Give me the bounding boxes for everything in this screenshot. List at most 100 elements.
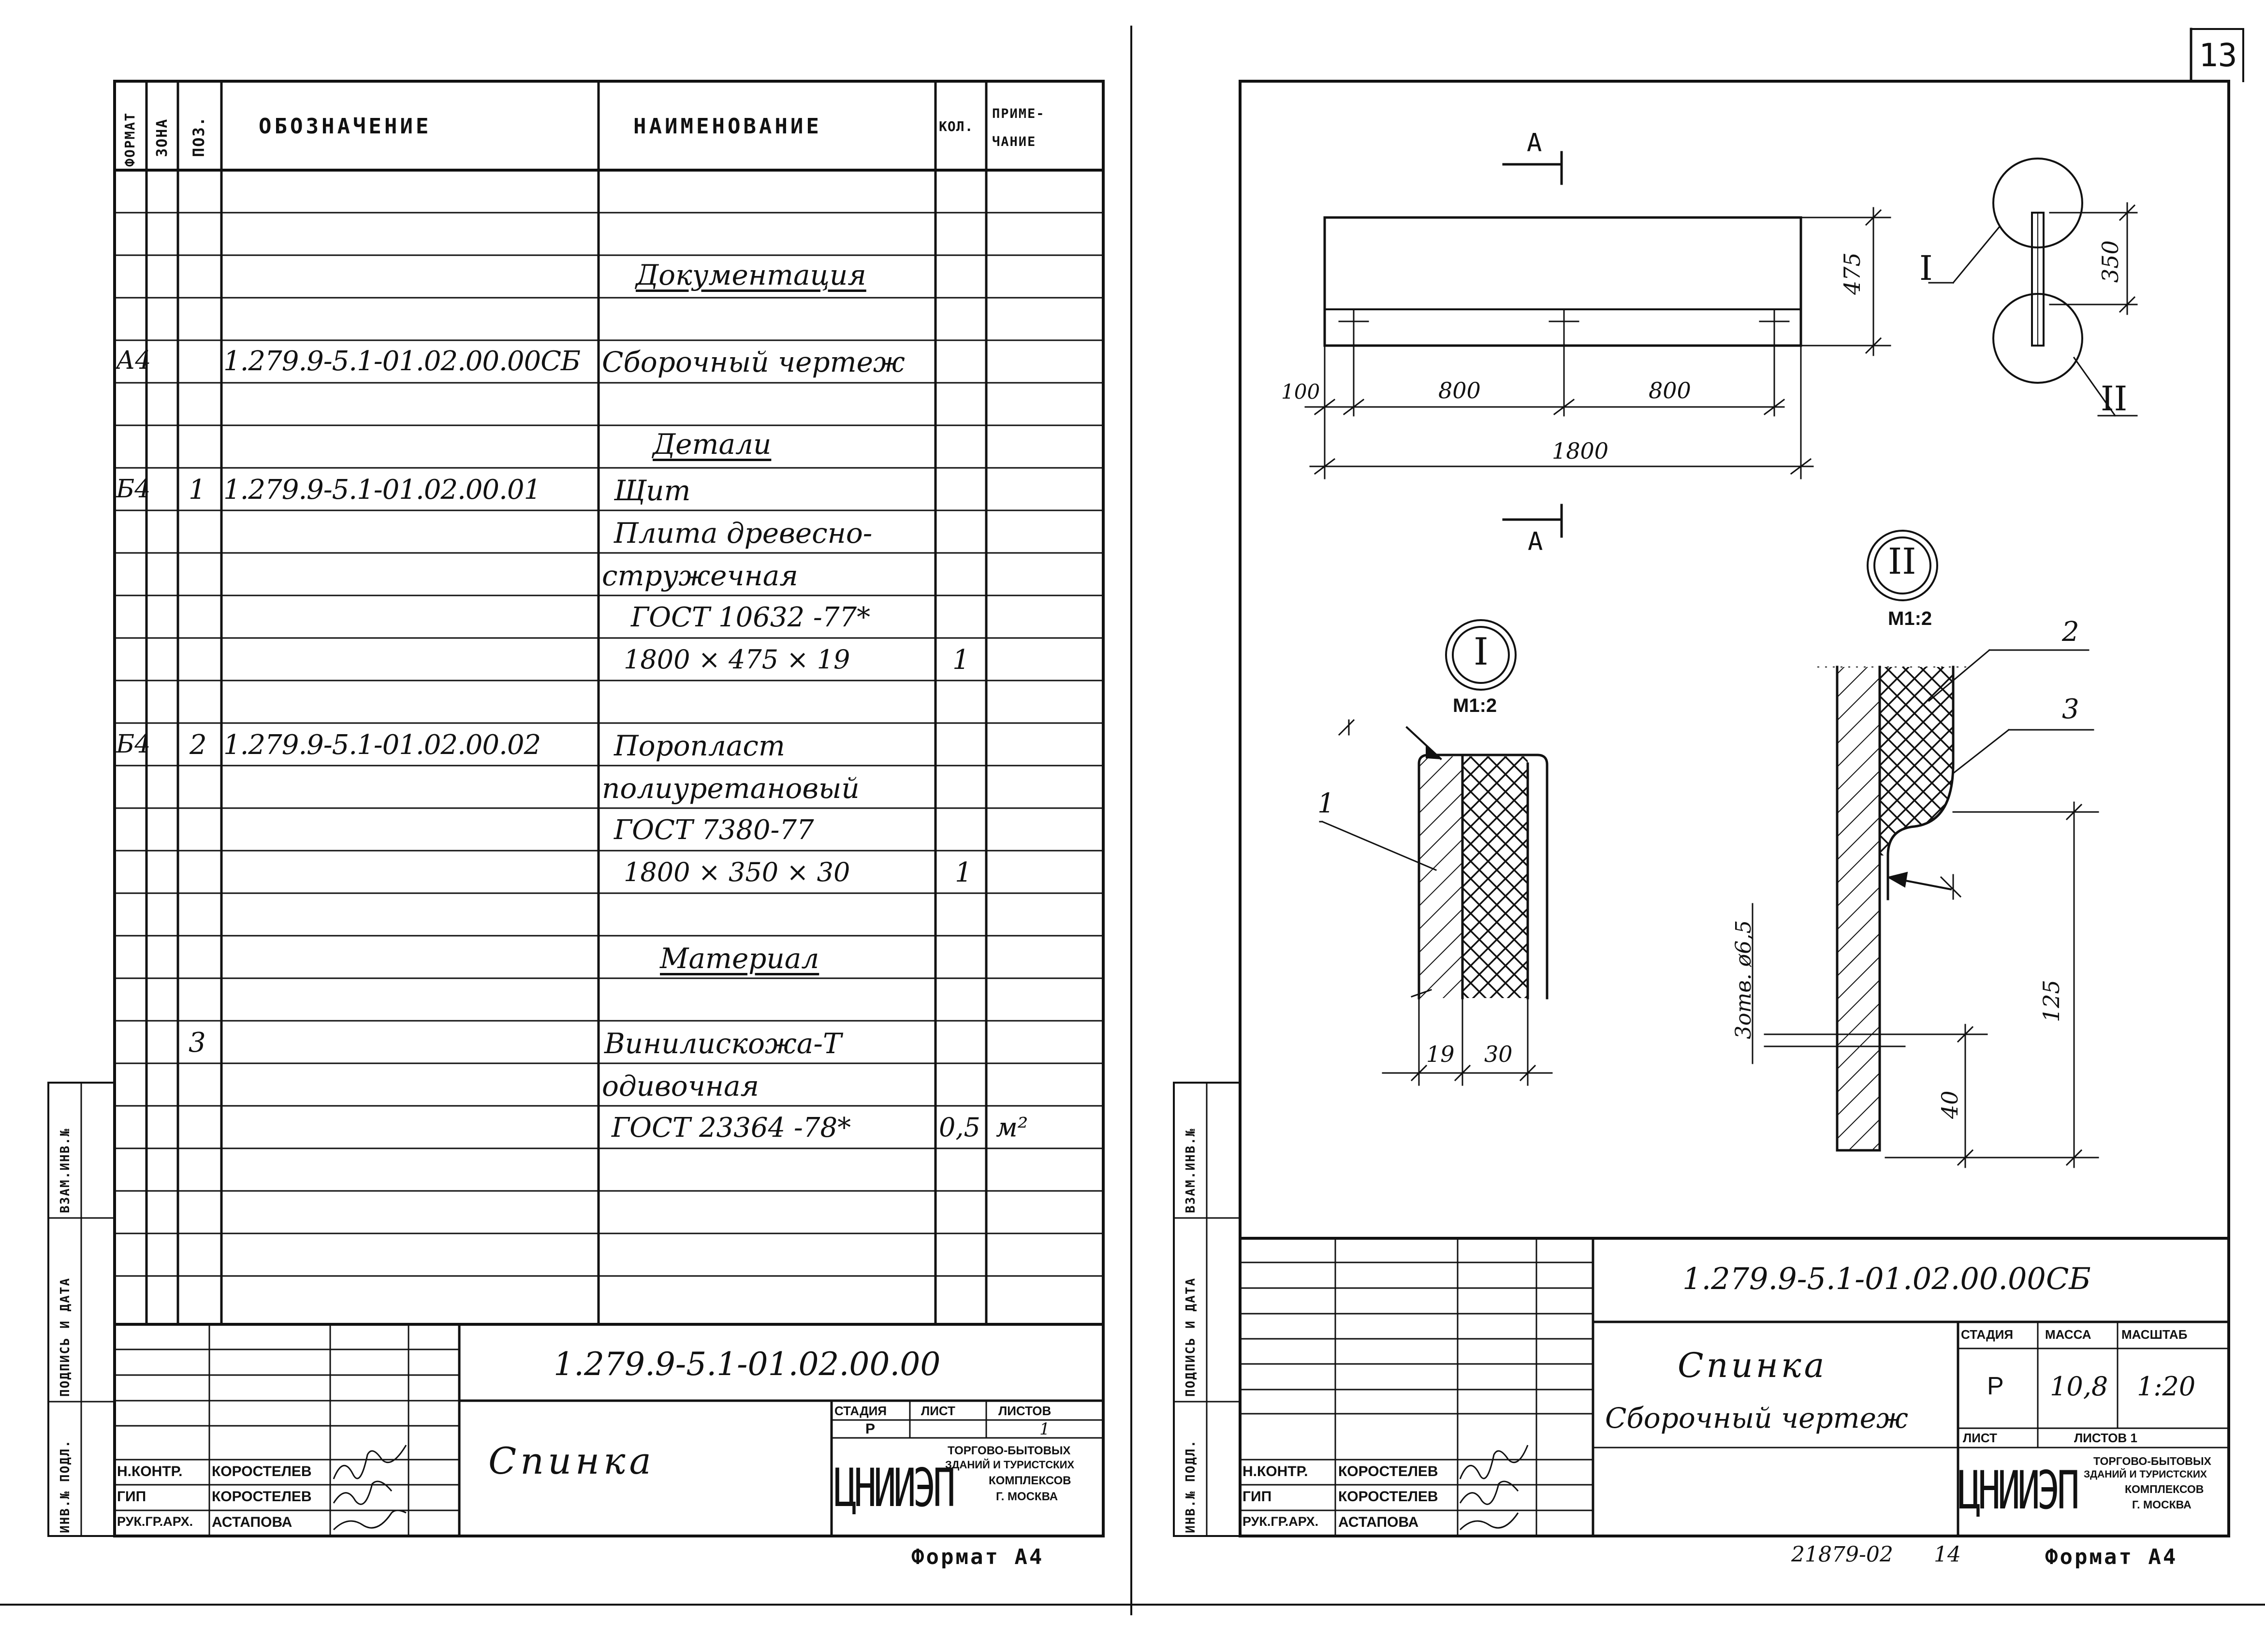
right-side-label: ВЗАМ.ИНВ.№ [1184,1128,1198,1213]
right-scale: 1:20 [2137,1371,2196,1402]
spec-row-name: Поропласт [614,729,785,762]
right-subtitle: Сборочный чертеж [1605,1402,1908,1435]
spec-row-pos: 3 [189,1027,206,1058]
dim-1800: 1800 [1552,438,1609,464]
section-a-bottom: А [1528,527,1543,556]
leader-2: 2 [2062,616,2079,648]
left-org-line-2: ЗДАНИЙ И ТУРИСТСКИХ [945,1459,1075,1471]
left-title: Спинка [488,1439,655,1482]
header-qty: КОЛ. [939,118,974,134]
spec-row-name: ГОСТ 7380-77 [614,814,814,846]
left-format-label: Формат А4 [911,1545,1044,1569]
dim-125: 125 [2038,980,2064,1022]
spec-row-name: 1800 × 350 × 30 [624,857,850,887]
section-a-top: А [1527,129,1542,158]
spec-row-qty: 1 [952,644,970,676]
dim-475: 475 [1839,252,1865,295]
left-role: РУК.ГР.АРХ. [117,1514,193,1529]
header-name: НАИМЕНОВАНИЕ [633,114,822,139]
header-zone: ЗОНА [154,118,171,157]
right-format-label: Формат А4 [2045,1545,2178,1569]
spec-row-name: одивочная [602,1070,759,1102]
right-org-line-4: Г. МОСКВА [2132,1498,2192,1511]
right-stage-label: СТАДИЯ [1961,1327,2014,1342]
right-org-line-2: ЗДАНИЙ И ТУРИСТСКИХ [2084,1469,2207,1480]
spec-row-name: ГОСТ 23364 -78* [612,1112,851,1144]
detail-1-marker: I [1474,630,1489,674]
callout-2: II [2101,379,2128,419]
archive-number: 21879-02 [1791,1542,1893,1567]
left-sheets: 1 [1039,1420,1050,1439]
right-org-line-1: ТОРГОВО-БЫТОВЫХ [2093,1455,2211,1467]
header-pos: ПОЗ. [190,116,208,157]
header-note-2: ЧАНИЕ [992,134,1037,149]
spec-row-qty: 0,5 [939,1112,980,1143]
right-role: Н.КОНТР. [1242,1464,1308,1479]
archive-sheet: 14 [1934,1542,1961,1567]
spec-row-name: Винилискожа-Т [604,1027,842,1060]
spec-row-name: стружечная [602,559,798,592]
right-mass: 10,8 [2050,1371,2108,1402]
dim-800-a: 800 [1438,377,1481,404]
spec-row-designation: 1.279.9-5.1-01.02.00.01 [223,474,541,506]
left-org-logo: ЦНИИЭП [834,1458,956,1519]
right-role-name: АСТАПОВА [1338,1514,1419,1530]
spec-row-name: Плита древесно- [614,517,873,550]
left-org-line-3: КОМПЛЕКСОВ [989,1474,1071,1487]
leader-3: 3 [2062,694,2079,725]
right-side-label: ПОДПИСЬ И ДАТА [1184,1277,1198,1397]
right-code: 1.279.9-5.1-01.02.00.00СБ [1682,1261,2091,1296]
spec-row-name: ГОСТ 10632 -77* [631,602,871,633]
callout-1: I [1919,248,1933,288]
dim-19: 19 [1426,1041,1455,1067]
left-role-name: КОРОСТЕЛЕВ [212,1489,312,1505]
spec-row-format: Б4 [116,475,151,504]
right-role: ГИП [1242,1489,1272,1505]
right-role-name: КОРОСТЕЛЕВ [1338,1489,1438,1505]
left-role: ГИП [117,1489,146,1505]
spec-row-pos: 1 [189,474,206,506]
right-org-logo: ЦНИИЭП [1958,1460,2080,1522]
right-side-label: ИНВ.№ ПОДЛ. [1184,1439,1198,1533]
left-role-name: АСТАПОВА [212,1514,292,1530]
spec-row-qty: 1 [955,857,972,888]
right-sheets-label: ЛИСТОВ 1 [2074,1431,2137,1445]
right-scale-label: МАСШТАБ [2121,1327,2188,1342]
left-sheet-label: ЛИСТ [921,1404,955,1418]
spec-row-designation: 1.279.9-5.1-01.02.00.00СБ [223,346,581,377]
spec-row-name: Детали [653,428,772,461]
left-sheets-label: ЛИСТОВ [998,1404,1052,1418]
right-stage: Р [1987,1372,2004,1400]
spec-row-name: Щит [614,474,691,507]
left-role: Н.КОНТР. [117,1464,183,1479]
left-side-label: ИНВ.№ ПОДЛ. [58,1439,73,1533]
spec-row-designation: 1.279.9-5.1-01.02.00.02 [223,729,541,761]
detail-1-section [1319,719,1553,1086]
spec-row-format: А4 [116,346,151,375]
dim-350: 350 [2097,240,2123,283]
spec-row-note: м² [996,1112,1028,1143]
left-side-label: ПОДПИСЬ И ДАТА [58,1277,73,1397]
header-note-1: ПРИМЕ- [992,106,1045,121]
header-designation: ОБОЗНАЧЕНИЕ [259,114,432,139]
dim-30: 30 [1484,1041,1513,1067]
right-role-name: КОРОСТЕЛЕВ [1338,1464,1438,1479]
left-stage-label: СТАДИЯ [834,1404,887,1418]
dim-800-b: 800 [1649,377,1691,404]
spec-row-name: Сборочный чертеж [602,346,905,378]
detail-2-marker: II [1888,541,1916,582]
spec-row-name: Материал [660,942,819,975]
right-mass-label: МАССА [2045,1327,2091,1342]
header-format: ФОРМАТ [122,112,138,167]
left-org-line-4: Г. МОСКВА [996,1490,1058,1503]
front-view [1323,216,1802,347]
dim-40: 40 [1937,1090,1963,1119]
spec-row-name: Документация [636,259,866,291]
left-role-name: КОРОСТЕЛЕВ [212,1464,312,1479]
page-number: 13 [2199,37,2237,74]
left-org-line-1: ТОРГОВО-БЫТОВЫХ [948,1444,1071,1457]
spec-row-pos: 2 [190,729,207,761]
holes-callout: 3отв. ø6,5 [1731,920,1756,1039]
dim-100: 100 [1281,380,1320,404]
